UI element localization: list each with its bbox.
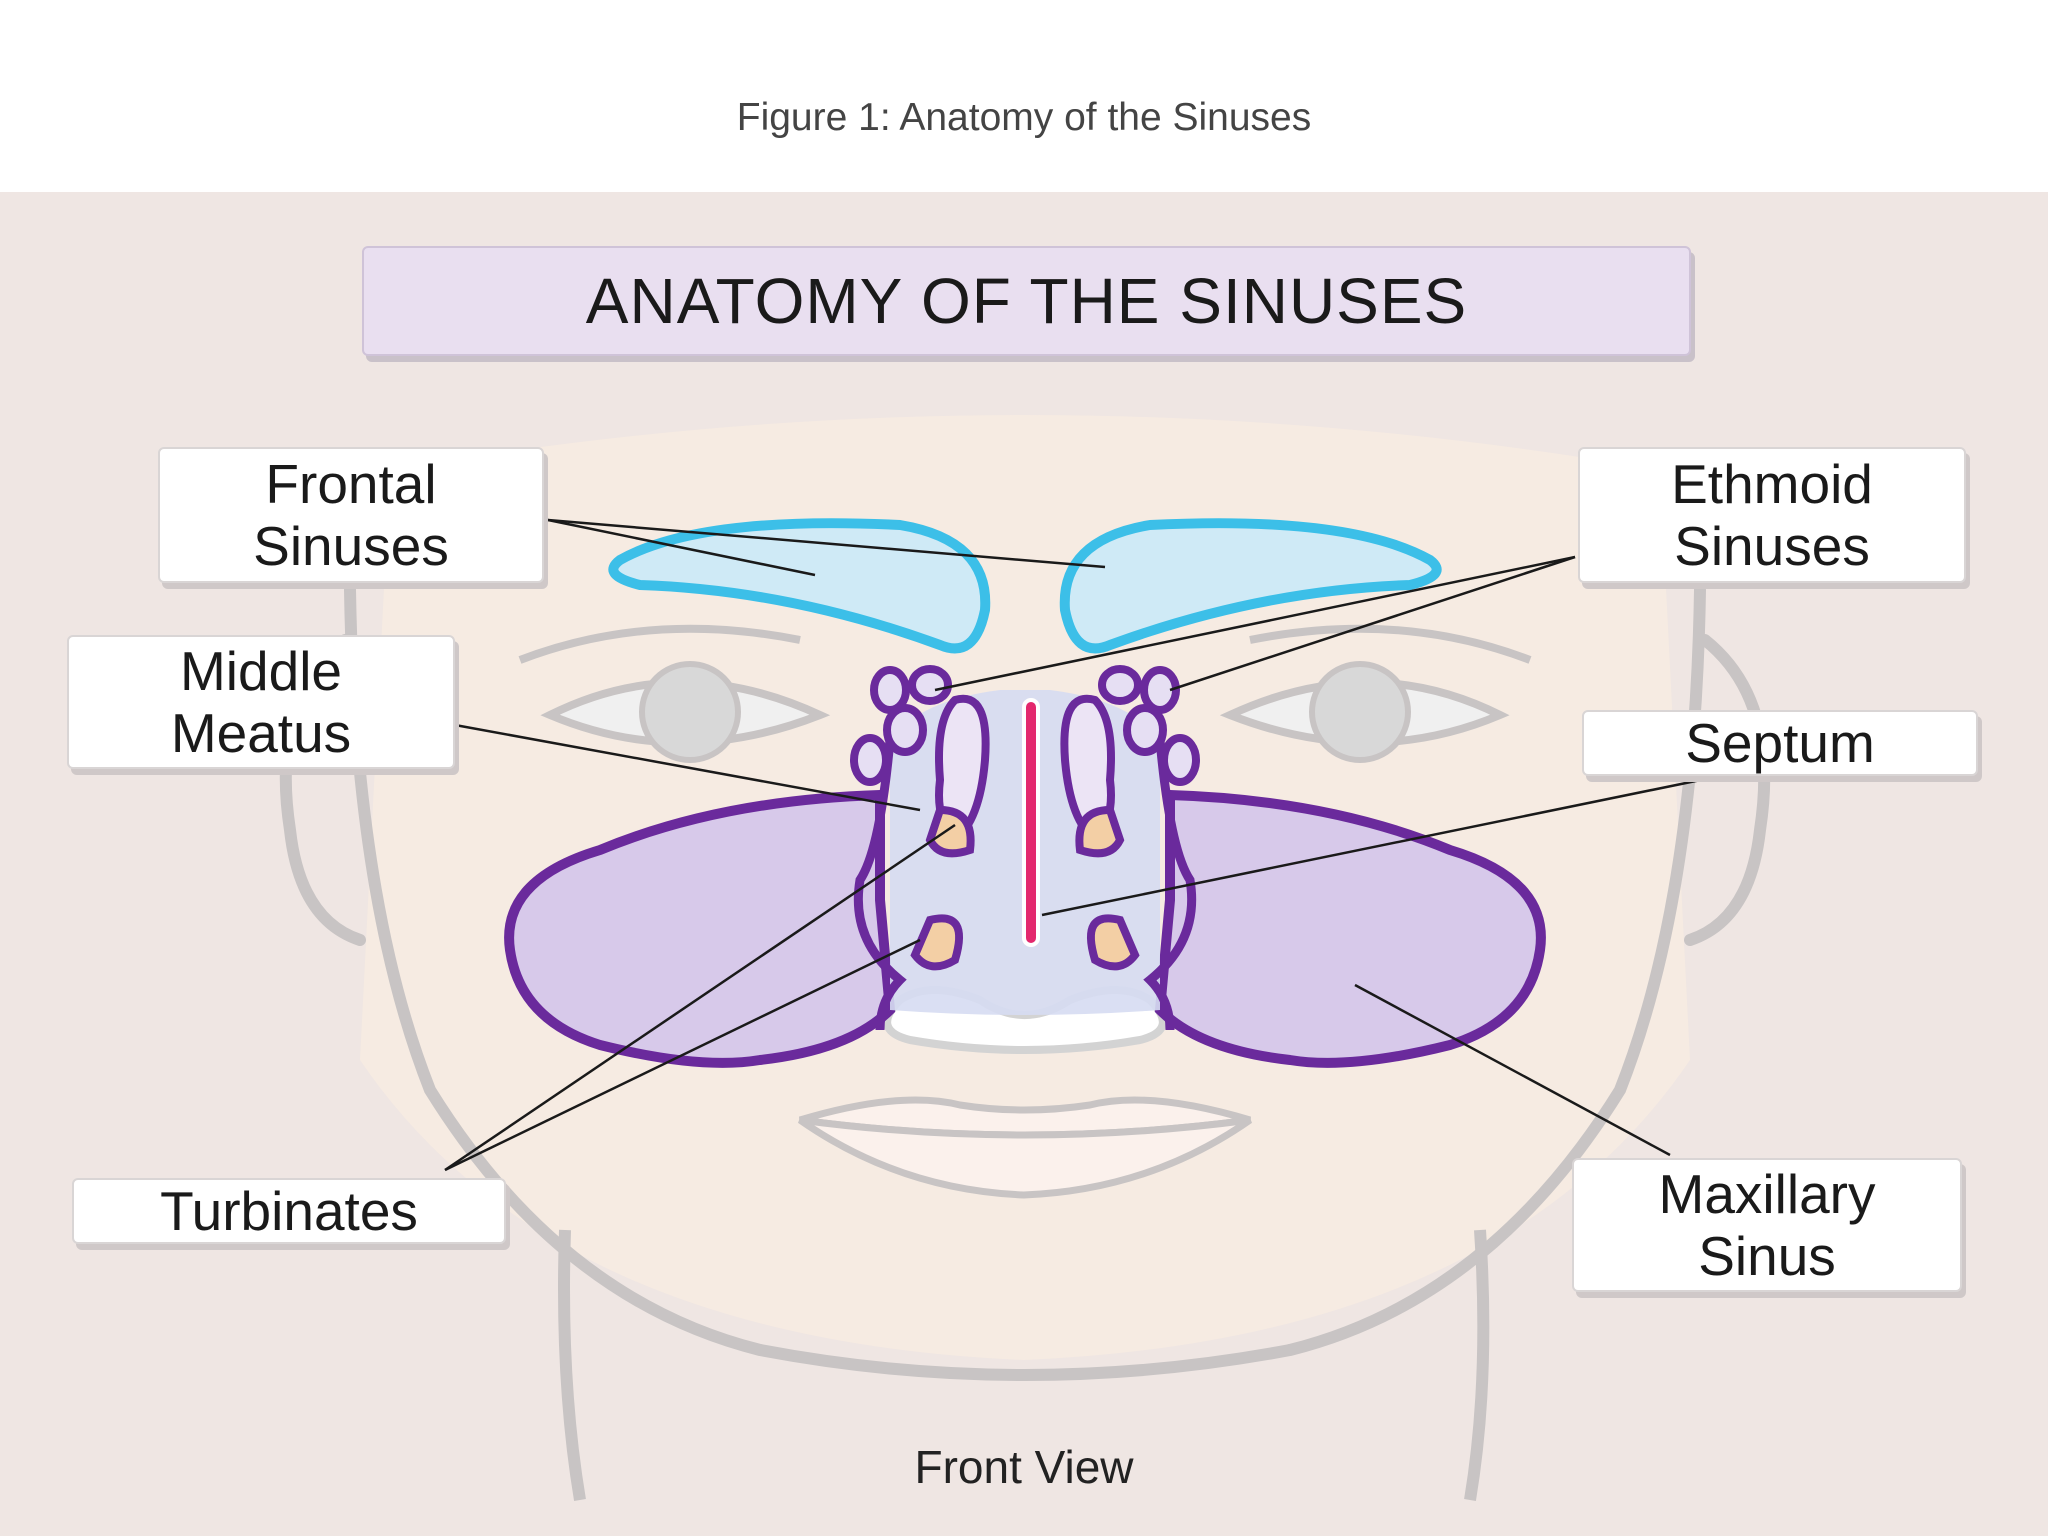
neck-right xyxy=(1464,1229,1490,1501)
label-text: Ethmoid xyxy=(1671,453,1873,515)
label-maxillary-sinus: Maxillary Sinus xyxy=(1572,1158,1962,1292)
leader-septum xyxy=(1041,773,1726,917)
leader-lines xyxy=(444,518,1726,1172)
label-turbinates: Turbinates xyxy=(72,1178,506,1244)
label-text: Frontal xyxy=(265,453,437,515)
septum-shape xyxy=(1022,698,1040,947)
label-text: Meatus xyxy=(170,702,352,764)
leader-frontal-left xyxy=(547,518,816,577)
ear-right xyxy=(1684,634,1771,946)
leader-turbinates-lower xyxy=(444,938,921,1172)
neck-left xyxy=(558,1229,586,1501)
leader-maxillary xyxy=(1354,983,1671,1157)
brow-left xyxy=(518,624,801,664)
label-text: Maxillary xyxy=(1658,1163,1876,1225)
label-text: Sinuses xyxy=(1674,515,1870,577)
leader-ethmoid-left xyxy=(934,555,1576,692)
frontal-sinuses-shape xyxy=(608,518,1442,654)
leader-middle-meatus xyxy=(454,723,921,812)
label-text: Middle xyxy=(179,640,343,702)
diagram-title: ANATOMY OF THE SINUSES xyxy=(362,246,1691,356)
maxillary-sinuses-shape xyxy=(504,789,1546,1068)
eye-left xyxy=(540,661,831,763)
face-outline-left xyxy=(344,584,766,1356)
eye-right xyxy=(1219,661,1510,763)
figure-caption: Figure 1: Anatomy of the Sinuses xyxy=(736,96,1312,139)
label-septum: Septum xyxy=(1582,710,1978,776)
label-text: Septum xyxy=(1685,712,1875,774)
chin-outline xyxy=(758,1344,1292,1381)
label-text: Sinuses xyxy=(253,515,449,577)
turbinates-shape xyxy=(910,694,1140,971)
ethmoid-sinuses-shape xyxy=(850,665,1200,786)
label-text: Sinus xyxy=(1698,1225,1836,1287)
view-label: Front View xyxy=(914,1441,1134,1493)
label-middle-meatus: Middle Meatus xyxy=(67,635,455,769)
label-text: Turbinates xyxy=(160,1180,418,1242)
leader-turbinates-upper xyxy=(444,823,956,1172)
lips-lower xyxy=(797,1116,1253,1199)
label-frontal-sinuses: Frontal Sinuses xyxy=(158,447,544,583)
brow-right xyxy=(1249,624,1532,664)
label-ethmoid-sinuses: Ethmoid Sinuses xyxy=(1578,447,1966,583)
leader-frontal-right xyxy=(547,518,1106,569)
leader-ethmoid-right xyxy=(1169,555,1576,692)
